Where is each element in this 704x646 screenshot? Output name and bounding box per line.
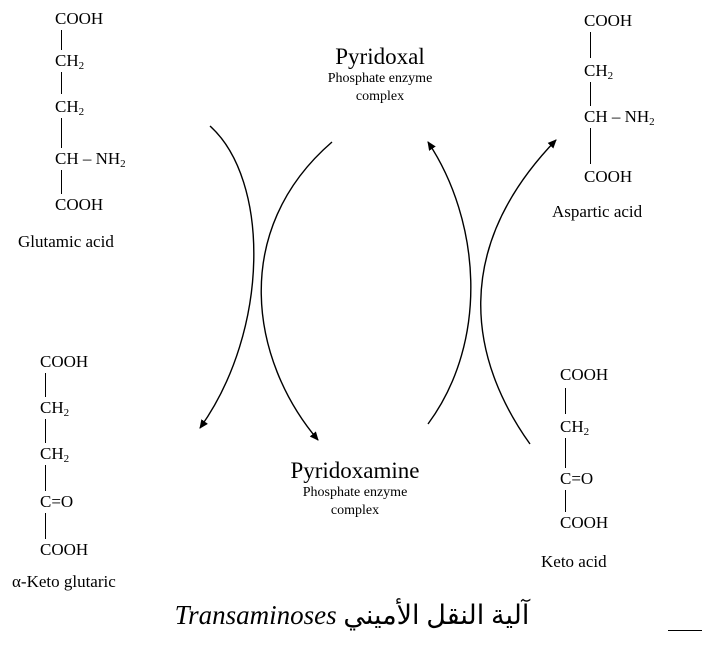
- bond-line: [45, 373, 46, 397]
- akg-cooh-bottom: COOH: [40, 540, 89, 559]
- bond-line: [61, 72, 62, 94]
- pyridoxal-block: Pyridoxal Phosphate enzyme complex: [280, 44, 480, 106]
- title-arabic: آلية النقل الأميني: [343, 600, 530, 630]
- arrow-pyridoxal-to-pyridoxamine: [260, 141, 333, 441]
- glutamic-ch2-1: CH2: [55, 51, 85, 72]
- bond-line: [61, 30, 62, 50]
- arrow-glutamic-to-ketoglutaric: [199, 125, 255, 429]
- aspartic-cooh-top: COOH: [584, 11, 633, 30]
- aspartic-ch-nh2: CH – NH2: [584, 107, 655, 128]
- title-latin: Transaminoses: [174, 600, 337, 630]
- akg-ch2-2: CH2: [40, 444, 70, 465]
- pyridoxal-title: Pyridoxal: [335, 44, 425, 69]
- arrow-pyridoxamine-to-pyridoxal: [427, 141, 472, 425]
- keto-acid-label: Keto acid: [541, 552, 607, 571]
- bond-line: [565, 490, 566, 512]
- keto-c-double-o: C=O: [560, 469, 594, 488]
- bond-line: [590, 32, 591, 58]
- arrow-keto-to-aspartic: [480, 139, 557, 445]
- akg-c-double-o: C=O: [40, 492, 74, 511]
- keto-acid-structure: COOH CH2 C=O COOH: [560, 366, 680, 546]
- bond-line: [590, 128, 591, 164]
- aspartic-acid-label: Aspartic acid: [552, 202, 643, 221]
- akg-cooh-top: COOH: [40, 352, 89, 371]
- bond-line: [45, 419, 46, 443]
- glutamic-acid-structure: COOH CH2 CH2 CH – NH2 COOH: [55, 10, 195, 220]
- diagram-title: Transaminoses آلية النقل الأميني: [0, 600, 704, 631]
- corner-rule: [668, 630, 702, 631]
- keto-cooh-bottom: COOH: [560, 513, 609, 532]
- glutamic-acid-label: Glutamic acid: [18, 232, 114, 251]
- pyridoxal-line1: Phosphate enzyme: [327, 71, 433, 86]
- bond-line: [61, 118, 62, 148]
- glutamic-cooh-bottom: COOH: [55, 195, 104, 214]
- glutamic-ch2-2: CH2: [55, 97, 85, 118]
- glutamic-cooh-top: COOH: [55, 9, 104, 28]
- aspartic-cooh-bottom: COOH: [584, 167, 633, 186]
- pyridoxamine-block: Pyridoxamine Phosphate enzyme complex: [250, 458, 460, 520]
- aspartic-ch2: CH2: [584, 61, 614, 82]
- keto-cooh-top: COOH: [560, 365, 609, 384]
- keto-ch2: CH2: [560, 417, 590, 438]
- alpha-keto-glutaric-label: α-Keto glutaric: [12, 572, 116, 591]
- bond-line: [45, 513, 46, 539]
- bond-line: [45, 465, 46, 491]
- alpha-keto-glutaric-structure: COOH CH2 CH2 C=O COOH: [40, 353, 180, 568]
- pyridoxal-line2: complex: [355, 89, 405, 104]
- aspartic-acid-structure: COOH CH2 CH – NH2 COOH: [584, 12, 704, 192]
- akg-ch2-1: CH2: [40, 398, 70, 419]
- glutamic-ch-nh2: CH – NH2: [55, 149, 126, 170]
- bond-line: [565, 388, 566, 414]
- pyridoxamine-line1: Phosphate enzyme: [302, 485, 408, 500]
- bond-line: [565, 438, 566, 468]
- pyridoxamine-title: Pyridoxamine: [290, 458, 420, 483]
- bond-line: [590, 82, 591, 106]
- bond-line: [61, 170, 62, 194]
- pyridoxamine-line2: complex: [330, 503, 380, 518]
